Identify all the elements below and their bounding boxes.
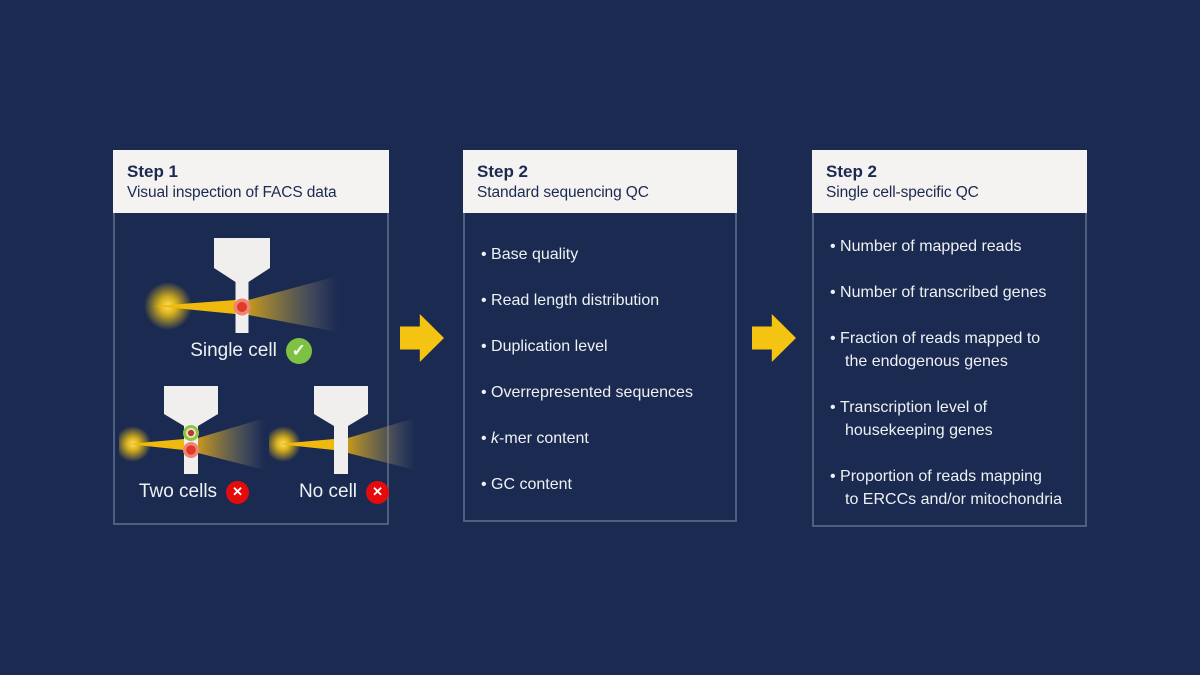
- panel-header-step1: Step 1 Visual inspection of FACS data: [113, 150, 389, 213]
- scattered-beam: [248, 276, 338, 332]
- small-figures-row: Two cells: [115, 386, 415, 505]
- nozzle-funnel: [164, 386, 218, 426]
- facs-single-cell-illustration: [144, 238, 338, 333]
- check-icon: [285, 338, 312, 364]
- bullet-item: • Fraction of reads mapped to the endoge…: [830, 330, 1041, 370]
- figure-label-no-cell: No cell: [298, 481, 358, 502]
- bullet-item: • Base quality: [481, 246, 579, 263]
- panel-step1-facs: Step 1 Visual inspection of FACS data: [113, 150, 415, 525]
- scattered-beam: [348, 418, 415, 470]
- standard-qc-bullet-list: • Base quality • Read length distribution…: [465, 213, 735, 496]
- panel-step2-single-cell-qc: Step 2 Single cell-specific QC • Number …: [812, 150, 1087, 527]
- step-label: Step 1: [127, 162, 179, 181]
- panel-subtitle: Standard sequencing QC: [477, 184, 649, 201]
- cell-green-core: [187, 429, 195, 437]
- arrow-right-icon: [400, 314, 444, 362]
- figure-label-single-cell: Single cell: [190, 340, 277, 361]
- bullet-item: • Proportion of reads mapping to ERCCs a…: [830, 468, 1062, 508]
- panel-header-step2b: Step 2 Single cell-specific QC: [812, 150, 1087, 213]
- laser-beam: [277, 439, 334, 450]
- no-cell-column: No cell: [269, 386, 419, 505]
- step-label: Step 2: [477, 162, 529, 181]
- panel-subtitle: Visual inspection of FACS data: [127, 184, 337, 201]
- bullet-item: • Overrepresented sequences: [481, 384, 693, 401]
- facs-illustrations: Single cell: [115, 213, 415, 505]
- scattered-beam: [198, 418, 265, 470]
- panel-subtitle: Single cell-specific QC: [826, 184, 979, 201]
- arrow-right-icon: [752, 314, 796, 362]
- laser-beam: [154, 300, 236, 314]
- bullet-item: • Number of transcribed genes: [830, 284, 1047, 301]
- cell-core: [237, 302, 247, 312]
- single-cell-qc-bullet-list: • Number of mapped reads • Number of tran…: [814, 213, 1085, 511]
- cross-icon: [226, 480, 250, 504]
- laser-beam: [127, 439, 184, 450]
- no-cell-label-row: No cell: [298, 479, 390, 505]
- cross-icon: [366, 480, 390, 504]
- two-cells-column: Two cells: [119, 386, 269, 505]
- facs-two-cells-illustration: [119, 386, 265, 474]
- step-label: Step 2: [826, 162, 878, 181]
- panel-header-step2: Step 2 Standard sequencing QC: [463, 150, 737, 213]
- nozzle-tube: [334, 426, 348, 474]
- bullet-item: • k-mer content: [481, 430, 589, 447]
- bullet-item: • Transcription level of housekeeping ge…: [830, 399, 993, 439]
- single-cell-label-row: Single cell: [190, 338, 312, 364]
- bullet-item: • Number of mapped reads: [830, 238, 1022, 255]
- nozzle-funnel: [314, 386, 368, 426]
- bullet-item: • GC content: [481, 476, 572, 493]
- bullet-item: • Duplication level: [481, 338, 608, 355]
- cell-core: [186, 445, 196, 455]
- panel-step2-standard-qc: Step 2 Standard sequencing QC • Base qua…: [463, 150, 737, 522]
- two-cells-label-row: Two cells: [138, 479, 250, 505]
- bullet-item: • Read length distribution: [481, 292, 660, 309]
- facs-no-cell-illustration: [269, 386, 415, 474]
- nozzle-funnel: [214, 238, 270, 282]
- figure-label-two-cells: Two cells: [138, 481, 218, 502]
